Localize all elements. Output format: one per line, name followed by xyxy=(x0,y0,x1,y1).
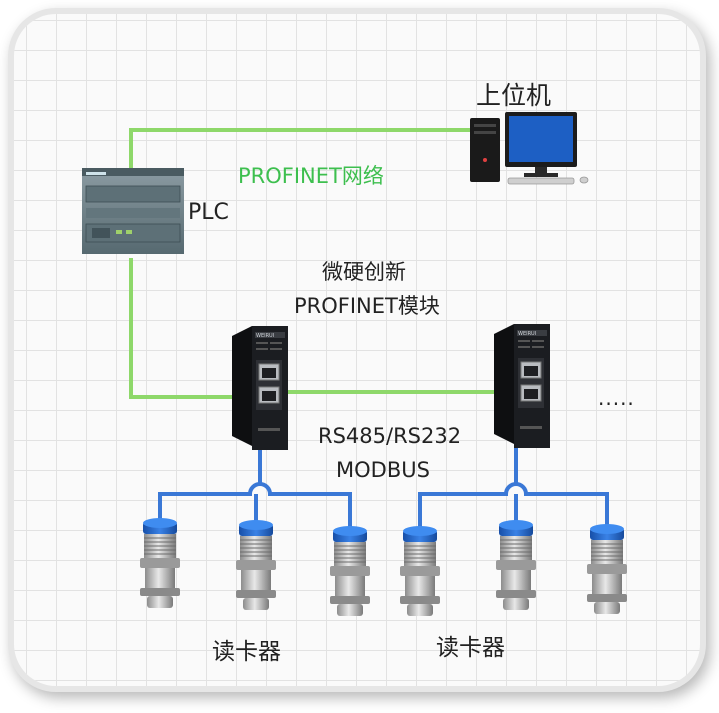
profinet-lines xyxy=(129,128,500,399)
modbus-bus-group-1 xyxy=(158,482,352,528)
modbus-label: MODBUS xyxy=(336,458,430,482)
computer-icon xyxy=(470,112,589,185)
card-reader-icon xyxy=(235,519,277,611)
module-name-label: PROFINET模块 xyxy=(294,294,440,318)
modbus-bus-group-2 xyxy=(418,482,609,528)
svg-text:WEIRUI: WEIRUI xyxy=(256,333,274,339)
profinet-line-plc-module xyxy=(129,258,238,399)
profinet-line-plc-host xyxy=(129,128,490,168)
module-vendor-label: 微硬创新 xyxy=(322,260,406,284)
reader-group-label-1: 读卡器 xyxy=(212,639,281,665)
diagram-frame xyxy=(14,14,700,686)
plc-label: PLC xyxy=(188,200,229,225)
modbus-lines xyxy=(158,448,609,528)
more-modules-ellipsis: ..... xyxy=(598,386,635,410)
plc-icon xyxy=(82,168,184,254)
reader-group-label-2: 读卡器 xyxy=(436,635,505,661)
card-reader-icon xyxy=(495,519,537,611)
card-reader-icon xyxy=(586,523,628,615)
svg-text:WEIRUI: WEIRUI xyxy=(518,331,536,337)
host-computer-label: 上位机 xyxy=(476,81,552,110)
serial-interface-label: RS485/RS232 xyxy=(318,424,462,448)
gateway-module-icon: WEIRUI xyxy=(494,324,550,448)
card-reader-icon xyxy=(329,525,371,617)
card-reader-icon xyxy=(399,525,441,617)
card-reader-icon xyxy=(140,518,180,608)
profinet-network-label: PROFINET网络 xyxy=(238,164,384,188)
gateway-module-icon: WEIRUI xyxy=(232,326,288,450)
